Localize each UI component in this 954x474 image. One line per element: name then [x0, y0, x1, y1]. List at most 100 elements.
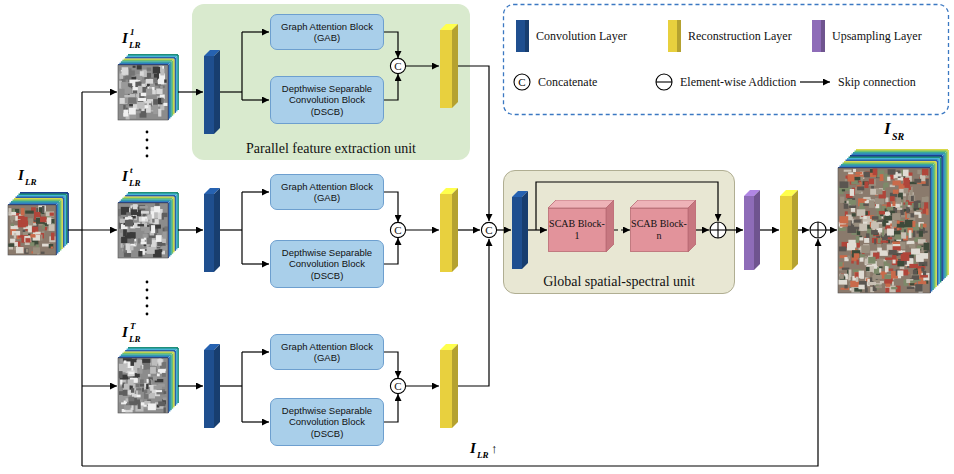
city-texture — [25, 238, 30, 245]
city-texture — [125, 97, 131, 104]
city-texture — [887, 230, 896, 235]
city-texture — [895, 177, 903, 180]
city-texture — [134, 85, 140, 92]
city-texture — [859, 236, 862, 239]
spectral-band — [946, 152, 948, 277]
city-texture — [158, 358, 161, 366]
spectral-band — [846, 160, 938, 162]
city-texture — [912, 221, 915, 227]
city-texture — [877, 259, 884, 267]
city-texture — [31, 221, 38, 225]
city-texture — [873, 265, 877, 269]
city-texture — [871, 230, 878, 235]
city-texture — [855, 175, 862, 180]
city-texture — [140, 384, 146, 387]
flow-line — [220, 385, 242, 386]
city-texture — [879, 188, 885, 193]
city-texture — [861, 245, 869, 253]
spectral-band — [10, 203, 58, 205]
city-texture — [872, 203, 875, 207]
image-symbol: LR — [25, 178, 37, 187]
block-side — [606, 200, 614, 252]
flow-line — [798, 229, 809, 230]
city-texture — [877, 220, 883, 222]
spectral-band — [127, 194, 177, 196]
convolution-layer — [204, 344, 220, 428]
cube-outline — [118, 358, 168, 413]
city-texture — [888, 237, 892, 239]
city-texture — [899, 228, 904, 230]
city-texture — [123, 358, 132, 361]
city-texture — [850, 281, 859, 287]
spectral-band — [856, 149, 948, 151]
city-texture — [140, 249, 145, 255]
city-texture — [148, 403, 156, 410]
city-texture — [864, 225, 872, 231]
addition-bar — [817, 222, 818, 238]
city-texture — [128, 98, 136, 104]
city-texture — [142, 220, 147, 228]
city-texture — [149, 99, 156, 101]
city-texture — [853, 269, 861, 272]
city-texture — [162, 80, 167, 83]
city-texture — [146, 89, 152, 96]
city-texture — [120, 221, 127, 224]
city-texture — [885, 266, 888, 272]
city-texture — [863, 244, 869, 250]
ellipsis-dot — [146, 147, 149, 150]
city-texture — [160, 86, 163, 89]
image-symbol: LR — [129, 335, 141, 344]
city-texture — [862, 247, 866, 251]
city-texture — [892, 201, 895, 206]
city-texture — [893, 246, 901, 250]
city-texture — [871, 257, 880, 260]
city-texture — [158, 367, 166, 373]
city-texture — [882, 213, 890, 217]
city-texture — [924, 243, 930, 251]
city-texture — [890, 211, 894, 216]
concatenate-node: C — [390, 222, 406, 238]
city-texture — [49, 224, 55, 231]
city-texture — [874, 267, 879, 273]
city-texture — [121, 70, 124, 75]
city-texture — [922, 209, 926, 214]
city-texture — [838, 280, 847, 285]
spectral-band — [173, 352, 175, 407]
city-texture — [136, 389, 138, 397]
city-texture — [870, 215, 874, 220]
image-symbol: 1 — [130, 28, 135, 37]
spectral-band — [121, 354, 171, 356]
city-texture — [903, 170, 909, 177]
city-texture — [11, 225, 19, 229]
city-texture — [129, 241, 136, 243]
city-texture — [152, 219, 159, 225]
city-texture — [903, 177, 910, 184]
flow-line — [241, 352, 242, 422]
city-texture — [147, 99, 153, 105]
city-texture — [137, 102, 144, 109]
city-texture — [912, 275, 919, 280]
city-texture — [882, 219, 885, 226]
city-texture — [892, 260, 895, 264]
city-texture — [914, 279, 921, 281]
city-texture — [147, 67, 151, 70]
city-texture — [917, 228, 925, 233]
city-texture — [33, 241, 35, 245]
city-texture — [133, 104, 139, 109]
city-texture — [840, 222, 843, 229]
city-texture — [914, 212, 920, 215]
city-texture — [870, 277, 878, 282]
city-texture — [136, 360, 142, 368]
city-texture — [121, 79, 125, 82]
city-texture — [14, 233, 16, 239]
city-texture — [129, 246, 133, 251]
city-texture — [890, 225, 893, 227]
spectral-band — [169, 202, 171, 257]
city-texture — [903, 224, 906, 227]
city-texture — [151, 240, 156, 247]
city-texture — [839, 247, 846, 252]
city-texture — [47, 229, 49, 231]
city-texture — [924, 243, 928, 249]
city-texture — [897, 221, 903, 224]
block-label: Graph Attention Block (GAB) — [275, 181, 379, 204]
